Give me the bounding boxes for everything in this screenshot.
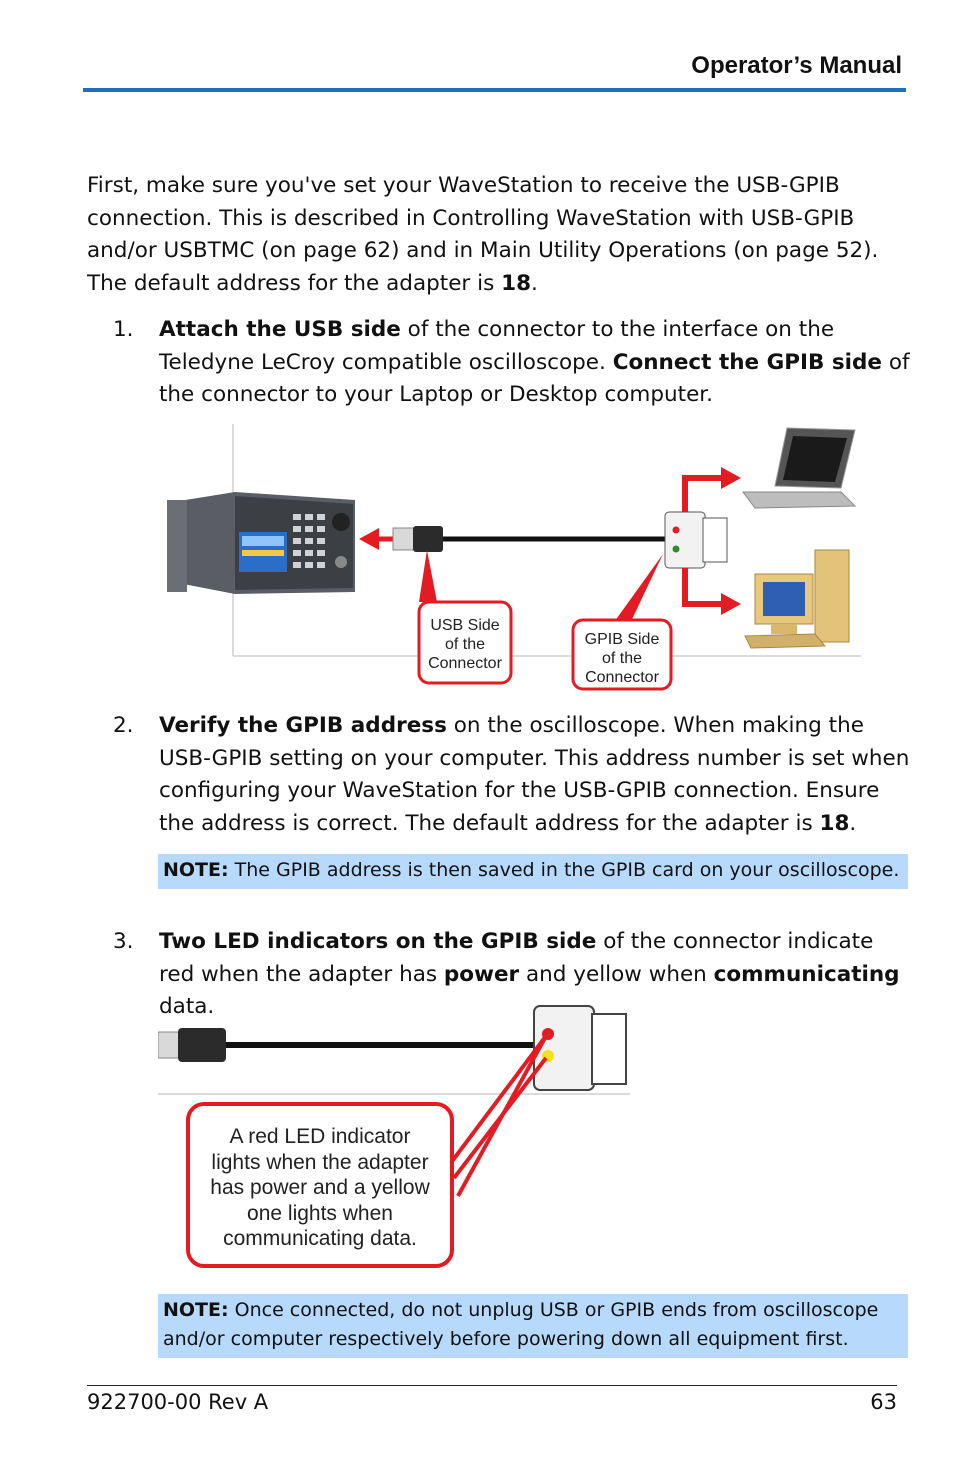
footer-rule (87, 1385, 897, 1386)
step-emphasis: Verify the GPIB address (159, 713, 447, 738)
gpib-callout-line-1: GPIB Side (585, 631, 660, 648)
step-emphasis: Two LED indicators on the GPIB side (159, 929, 597, 954)
connection-diagram: USB Side of the Connector GPIB Side of t… (167, 424, 861, 691)
list-number: 3. (113, 929, 134, 954)
wavestation-device-icon (167, 492, 355, 594)
note-label: NOTE: (163, 859, 229, 881)
step-emphasis: Attach the USB side (159, 317, 401, 342)
usb-plug-icon (158, 1028, 226, 1062)
note-text: Once connected, do not unplug USB or GPI… (163, 1299, 879, 1350)
list-number: 2. (113, 713, 134, 738)
step-text: of the connector to the interface on the… (159, 317, 835, 375)
step-text: data. (159, 994, 215, 1019)
intro-address: 18 (501, 270, 532, 296)
page-header-title: Operator’s Manual (691, 52, 902, 79)
step-text: on the oscilloscope. When making the USB… (159, 713, 910, 836)
led-callout-line-5: communicating data. (223, 1227, 417, 1250)
note-unplug-warning: NOTE: Once connected, do not unplug USB … (158, 1294, 908, 1358)
gpib-connector-icon (664, 511, 728, 569)
footer-doc-id: 922700-00 Rev A (87, 1390, 269, 1414)
usb-callout-line-3: Connector (428, 655, 502, 672)
header-rule (83, 88, 906, 92)
gpib-connector-icon (533, 1005, 627, 1091)
note-text: The GPIB address is then saved in the GP… (228, 859, 900, 881)
step-text: of the connector indicate red when the a… (159, 929, 874, 987)
usb-callout-line-1: USB Side (430, 617, 499, 634)
arrow-to-oscilloscope-icon (359, 528, 397, 550)
step-emphasis: communicating (713, 961, 900, 987)
list-item-3: 3. Two LED indicators on the GPIB side o… (113, 926, 913, 1024)
note-label: NOTE: (163, 1299, 229, 1321)
list-text: Two LED indicators on the GPIB side of t… (159, 926, 913, 1024)
led-callout-line-3: has power and a yellow (210, 1176, 430, 1199)
led-callout-line-2: lights when the adapter (211, 1151, 428, 1174)
list-text: Attach the USB side of the connector to … (159, 314, 913, 412)
gpib-side-callout: GPIB Side of the Connector (571, 618, 673, 691)
desktop-computer-icon (744, 549, 850, 649)
arrows-to-computers-icon (682, 475, 725, 607)
callout-pointer-lines (448, 1034, 548, 1197)
led-indicator-diagram: A red LED indicator lights when the adap… (158, 1005, 630, 1268)
usb-plug-icon (392, 526, 443, 552)
step-emphasis: power (443, 961, 520, 987)
step-emphasis: 18 (819, 810, 850, 836)
usb-callout-line-2: of the (445, 636, 485, 653)
led-callout-line-4: one lights when (247, 1202, 393, 1225)
gpib-callout-line-3: Connector (585, 669, 659, 686)
list-item-1: 1. Attach the USB side of the connector … (113, 314, 913, 412)
footer-page-number: 63 (870, 1390, 897, 1414)
step-text: of the connector to your Laptop or Deskt… (159, 349, 910, 408)
led-callout: A red LED indicator lights when the adap… (186, 1102, 454, 1268)
intro-text: First, make sure you've set your WaveSta… (87, 173, 879, 296)
list-number: 1. (113, 317, 134, 342)
intro-paragraph: First, make sure you've set your WaveSta… (87, 170, 907, 300)
intro-end: . (531, 270, 538, 296)
step-text: . (849, 810, 857, 836)
list-text: Verify the GPIB address on the oscillosc… (159, 710, 913, 840)
led-callout-line-1: A red LED indicator (230, 1125, 411, 1148)
gpib-callout-line-2: of the (602, 650, 642, 667)
usb-side-callout: USB Side of the Connector (417, 600, 513, 685)
laptop-icon (742, 427, 857, 509)
step-text: and yellow when (519, 961, 714, 987)
note-address-saved: NOTE: The GPIB address is then saved in … (158, 854, 908, 889)
step-emphasis: Connect the GPIB side (612, 349, 883, 375)
list-item-2: 2. Verify the GPIB address on the oscill… (113, 710, 913, 840)
